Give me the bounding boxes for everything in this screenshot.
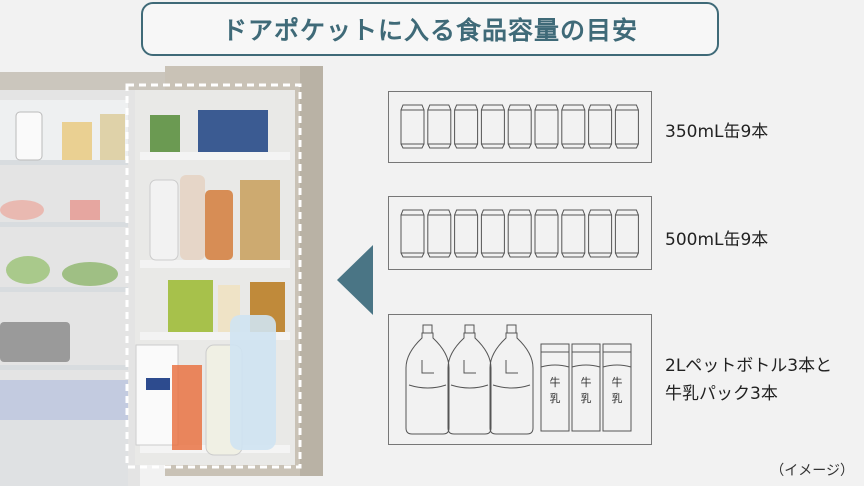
carton-text: 乳 (612, 392, 623, 405)
label-2l-bottles-milk: 2Lペットボトル3本と 牛乳パック3本 (665, 352, 832, 408)
milk-carton-icon: 牛乳 (602, 343, 632, 432)
can-icons-350ml (400, 104, 639, 149)
can-icon (561, 209, 586, 258)
can-icon (588, 104, 613, 149)
can-icon (454, 209, 479, 258)
can-icon (400, 209, 425, 258)
carton-text: 牛 (612, 375, 623, 389)
carton-text: 牛 (581, 375, 592, 389)
can-icon (400, 104, 425, 149)
bottle-2l-icon (405, 324, 450, 435)
page-title: ドアポケットに入る食品容量の目安 (141, 2, 719, 56)
milk-carton-icon: 牛乳 (571, 343, 601, 432)
can-icon (614, 104, 639, 149)
label-350ml: 350mL缶9本 (665, 122, 769, 142)
bottle-2l-icon (489, 324, 534, 435)
can-icon (507, 104, 532, 149)
label-line-2: 牛乳パック3本 (665, 384, 778, 404)
can-icon (427, 104, 452, 149)
milk-carton-icon: 牛乳 (540, 343, 570, 432)
can-icon (507, 209, 532, 258)
pointer-arrow-icon (337, 245, 373, 315)
can-350ml-box (388, 91, 652, 163)
can-icon (454, 104, 479, 149)
image-note: （イメージ） (770, 463, 854, 479)
can-icon (480, 104, 505, 149)
carton-text: 乳 (550, 392, 561, 405)
can-icon (614, 209, 639, 258)
can-icon (561, 104, 586, 149)
can-icon (427, 209, 452, 258)
can-icon (534, 104, 559, 149)
carton-text: 牛 (550, 375, 561, 389)
carton-text: 乳 (581, 392, 592, 405)
label-500ml: 500mL缶9本 (665, 230, 769, 250)
can-icon (534, 209, 559, 258)
can-icon (480, 209, 505, 258)
label-line-1: 2Lペットボトル3本と (665, 356, 833, 376)
bottle-carton-box: 牛乳牛乳牛乳 (388, 314, 652, 445)
can-500ml-box (388, 196, 652, 270)
bottle-2l-icon (447, 324, 492, 435)
can-icon (588, 209, 613, 258)
can-icons-500ml (400, 209, 639, 258)
refrigerator-photo (0, 66, 323, 486)
